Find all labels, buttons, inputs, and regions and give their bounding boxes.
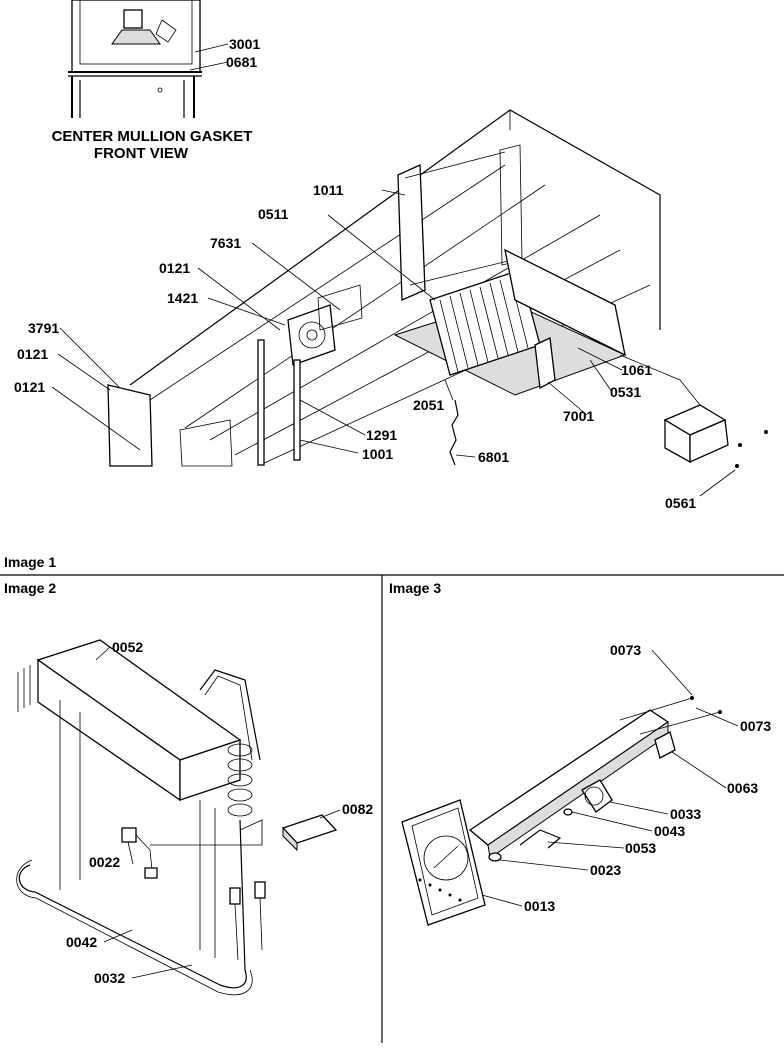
- image1-label-2051: 2051: [413, 397, 444, 413]
- image3-title: Image 3: [389, 580, 441, 596]
- evaporator-coil: [429, 269, 541, 376]
- inset-label-3001: 3001: [229, 36, 260, 52]
- image3-label-0073-a: 0073: [610, 642, 641, 658]
- image3-label-0033: 0033: [670, 806, 701, 822]
- fan-motor: [581, 779, 613, 813]
- image3-label-0043: 0043: [654, 823, 685, 839]
- image1-label-0511: 0511: [258, 206, 289, 222]
- inset-mullion-gasket: 3001 0681 CENTER MULLION GASKET FRONT VI…: [52, 0, 260, 162]
- image3-label-0073-b: 0073: [740, 718, 771, 734]
- image2-label-0052: 0052: [112, 639, 143, 655]
- image1-label-0531: 0531: [610, 384, 641, 400]
- evaporator-fan-assembly: [287, 284, 363, 366]
- image3-label-0053: 0053: [625, 840, 656, 856]
- section-frames: Image 1 Image 2 Image 3: [0, 554, 784, 1043]
- image1-label-0121-c: 0121: [14, 379, 45, 395]
- inset-label-0681: 0681: [226, 54, 257, 70]
- inset-caption-line2: FRONT VIEW: [94, 145, 189, 162]
- image2-label-0022: 0022: [89, 854, 120, 870]
- image1-label-1421: 1421: [167, 290, 198, 306]
- image2-drawing: 0052 0022 0082 0042 0032: [16, 639, 373, 996]
- image1-label-0561: 0561: [665, 495, 696, 511]
- image1-title: Image 1: [4, 554, 56, 570]
- image3-label-0023: 0023: [590, 862, 621, 878]
- image1-drawing: 1011 0511 7631 0121 1421 3791 0121 0121 …: [14, 109, 768, 511]
- inset-caption-line1: CENTER MULLION GASKET: [52, 128, 253, 145]
- image1-label-7001: 7001: [563, 408, 594, 424]
- image1-label-1061: 1061: [621, 362, 652, 378]
- image1-label-1001: 1001: [362, 446, 393, 462]
- image1-label-3791: 3791: [28, 320, 59, 336]
- image1-label-1291: 1291: [366, 427, 397, 443]
- image3-drawing: 0073 0073 0063 0033 0043 0053 0023 0013: [401, 642, 771, 926]
- image2-label-0032: 0032: [94, 970, 125, 986]
- image1-label-0121-b: 0121: [17, 346, 48, 362]
- image1-label-1011: 1011: [313, 182, 344, 198]
- image2-label-0082: 0082: [342, 801, 373, 817]
- image3-label-0013: 0013: [524, 898, 555, 914]
- evaporator-coil-tubes: [227, 743, 253, 817]
- image1-label-0121-a: 0121: [159, 260, 190, 276]
- ice-maker: [663, 404, 768, 468]
- image1-label-7631: 7631: [210, 235, 241, 251]
- image3-label-0063: 0063: [727, 780, 758, 796]
- image1-label-6801: 6801: [478, 449, 509, 465]
- image2-title: Image 2: [4, 580, 56, 596]
- image2-label-0042: 0042: [66, 934, 97, 950]
